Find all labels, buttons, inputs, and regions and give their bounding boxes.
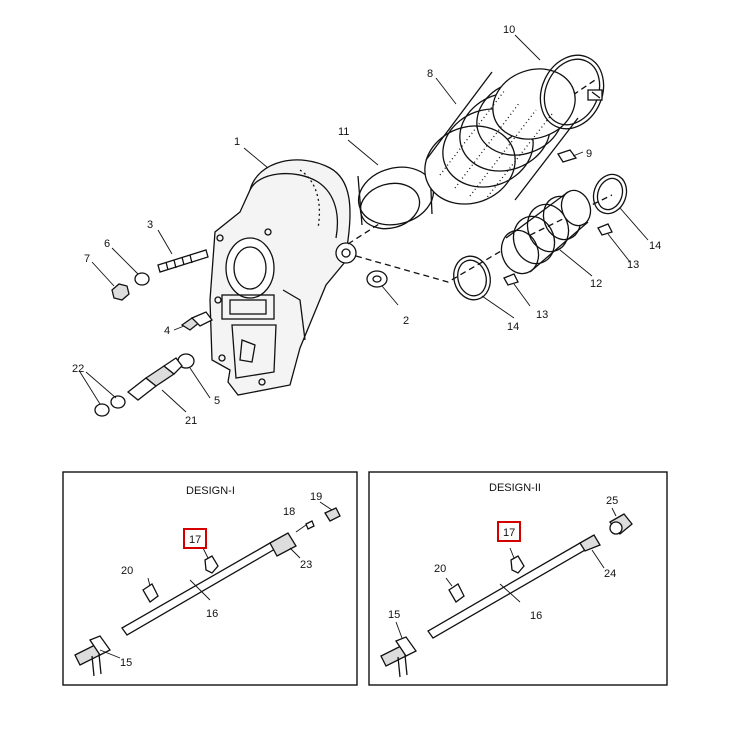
part-13-clip-upper xyxy=(597,223,613,236)
part-6-washer xyxy=(134,272,150,286)
callout-18-d1: 18 xyxy=(283,506,295,518)
callout-23-d1: 23 xyxy=(300,559,312,571)
part-20-bracket-d1 xyxy=(142,583,159,603)
callout-20-d2: 20 xyxy=(434,563,446,575)
callout-6: 6 xyxy=(104,238,110,250)
callout-15-d2: 15 xyxy=(388,609,400,621)
callout-14-upper: 14 xyxy=(649,240,661,252)
callout-13-upper: 13 xyxy=(627,259,639,271)
part-24-end xyxy=(579,534,601,552)
callout-25-d2: 25 xyxy=(606,495,618,507)
callout-4: 4 xyxy=(164,325,170,337)
callout-17-d1: 17 xyxy=(189,534,201,546)
callout-19-d1: 19 xyxy=(310,491,322,503)
part-17-clip-d1 xyxy=(204,555,219,574)
part-9-clip xyxy=(557,149,578,163)
part-14-clamp-upper xyxy=(592,173,628,215)
part-10-large-clamp xyxy=(539,54,605,130)
part-3-stud xyxy=(157,249,209,273)
part-17-clip-d2 xyxy=(510,555,525,574)
part-22-oring-b xyxy=(110,395,126,409)
leader-lines-upper xyxy=(79,34,649,413)
callout-14-lower: 14 xyxy=(507,321,519,333)
part-2-washer xyxy=(366,270,388,288)
part-19-fitting xyxy=(324,507,341,522)
design-1-panel: DESIGN-I 15 16 20 18 19 xyxy=(62,471,358,686)
part-13-clip-lower xyxy=(503,273,519,286)
callout-2: 2 xyxy=(403,315,409,327)
callout-11: 11 xyxy=(338,126,349,138)
part-7-nut xyxy=(111,283,130,301)
part-1-housing xyxy=(209,159,357,396)
callout-8: 8 xyxy=(427,68,433,80)
part-23-coupler xyxy=(269,532,297,557)
callout-1: 1 xyxy=(234,136,240,148)
design-1-title: DESIGN-I xyxy=(186,485,235,497)
part-12-small-bellows xyxy=(500,189,592,275)
callout-22: 22 xyxy=(72,363,84,375)
callout-15-d1: 15 xyxy=(120,657,132,669)
callout-3: 3 xyxy=(147,219,153,231)
callout-7: 7 xyxy=(84,253,90,265)
part-18-pin xyxy=(305,520,315,530)
part-21-fitting xyxy=(126,357,183,401)
part-14-clamp-lower xyxy=(453,255,491,301)
part-8-large-bellows xyxy=(424,68,579,205)
callout-16-d1: 16 xyxy=(206,608,218,620)
highlight-box-17-d1 xyxy=(183,528,207,549)
part-4-fitting xyxy=(180,311,213,331)
callout-5: 5 xyxy=(214,395,220,407)
callout-12: 12 xyxy=(590,278,602,290)
callout-24-d2: 24 xyxy=(604,568,616,580)
part-22-oring-a xyxy=(94,403,110,417)
callout-20-d1: 20 xyxy=(121,565,133,577)
design-2-panel: DESIGN-II 15 16 20 24 25 xyxy=(368,471,668,686)
design-2-title: DESIGN-II xyxy=(489,482,541,494)
callout-10: 10 xyxy=(503,24,515,36)
callout-13-lower: 13 xyxy=(536,309,548,321)
callout-16-d2: 16 xyxy=(530,610,542,622)
highlight-box-17-d2 xyxy=(497,521,521,542)
part-20-bracket-d2 xyxy=(448,583,465,603)
callout-17-d2: 17 xyxy=(503,527,515,539)
callout-9: 9 xyxy=(586,148,592,160)
callout-21: 21 xyxy=(185,415,197,427)
